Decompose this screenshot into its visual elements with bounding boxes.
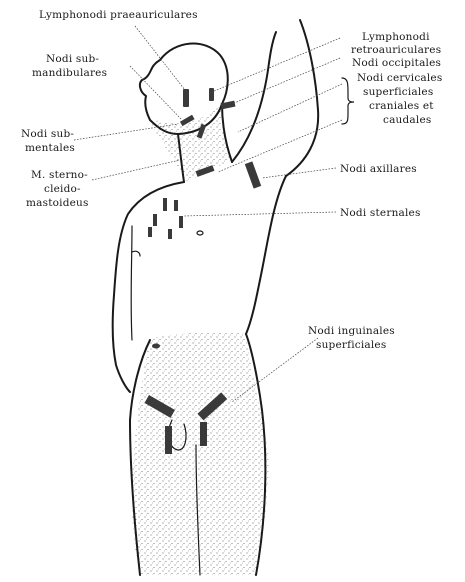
label-submentales-2: mentales (25, 142, 75, 154)
label-occipitales: Nodi occipitales (352, 57, 441, 69)
label-retro-1: Lymphonodi (362, 31, 430, 43)
node-inguinal-left-vertical (165, 426, 172, 454)
node-sternal-5 (148, 227, 152, 237)
label-submentales-1: Nodi sub- (21, 128, 74, 140)
label-retro-2: retroauriculares (351, 44, 441, 56)
label-sternales: Nodi sternales (340, 207, 421, 219)
node-sternal-6 (168, 229, 172, 239)
node-inguinal-right-vertical (200, 422, 207, 446)
label-submandibulares-2: mandibulares (32, 67, 107, 79)
node-praeauricular (183, 89, 189, 107)
labels: Lymphonodi praeauriculares Nodi sub- man… (21, 9, 442, 351)
node-retroauricular (209, 88, 214, 101)
label-scm-2: cleido- (44, 183, 81, 195)
cervical-bracket (342, 78, 354, 124)
label-cervicales-3: craniales et (369, 100, 434, 112)
node-sternal-2 (174, 200, 178, 211)
label-cervicales-1: Nodi cervicales (357, 72, 442, 84)
label-submandibulares-1: Nodi sub- (46, 53, 99, 65)
node-axillary (245, 161, 261, 188)
node-sternal-1 (163, 198, 167, 211)
node-sternal-4 (179, 216, 183, 228)
label-scm-1: M. sterno- (31, 169, 88, 181)
label-axillares: Nodi axillares (340, 163, 417, 175)
label-inguinales-1: Nodi inguinales (308, 325, 395, 337)
neck-stipple (148, 104, 232, 182)
lower-body-stipple (132, 332, 268, 575)
label-cervicales-2: superficiales (363, 86, 433, 98)
label-cervicales-4: caudales (383, 114, 431, 126)
label-praeauriculares: Lymphonodi praeauriculares (39, 9, 198, 21)
label-scm-3: mastoideus (26, 197, 89, 209)
node-sternal-3 (153, 214, 157, 226)
label-inguinales-2: superficiales (316, 339, 386, 351)
